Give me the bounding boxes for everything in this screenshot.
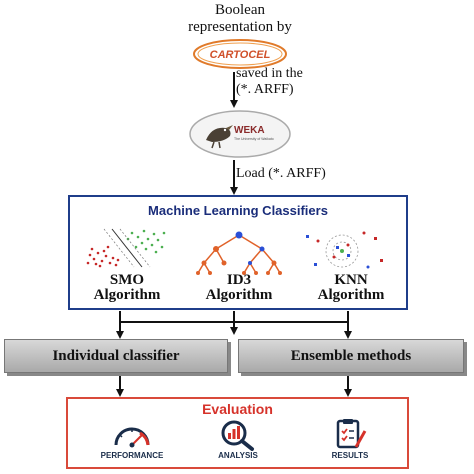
smo-algorithm-label: SMO Algorithm [72, 273, 182, 303]
weka-tagline: The University of Waikato [234, 137, 274, 141]
clipboard-check-icon [336, 419, 367, 449]
knn-algorithm-label: KNN Algorithm [296, 273, 406, 303]
knn-sub: Algorithm [317, 287, 385, 303]
id3-name: ID3 [226, 272, 252, 288]
id3-algorithm-label: ID3 Algorithm [184, 273, 294, 303]
weka-logo: WEKA The University of Waikato [189, 110, 291, 158]
saved-line-1: saved in the [236, 66, 303, 81]
smo-sub: Algorithm [93, 287, 161, 303]
individual-classifier-label: Individual classifier [52, 347, 180, 364]
ensemble-methods-box: Ensemble methods [238, 339, 464, 373]
decision-tree-icon [196, 231, 282, 275]
ml-classifiers-box: Machine Learning Classifiers [68, 195, 408, 310]
title-line-1: Boolean [215, 2, 265, 18]
evaluation-title: Evaluation [202, 401, 273, 417]
evaluation-box: Evaluation PERFORMANCE ANALYSIS RESULTS [66, 397, 409, 469]
ml-classifiers-title: Machine Learning Classifiers [148, 203, 328, 218]
svm-scatter-icon [86, 228, 166, 268]
magnifier-chart-icon [221, 420, 254, 451]
saved-label: saved in the (*. ARFF) [236, 66, 303, 98]
analysis-label: ANALYSIS [218, 451, 258, 460]
cartocel-text: CARTOCEL [210, 49, 271, 61]
knn-clusters-icon [306, 231, 383, 269]
title-line-2: representation by [188, 19, 292, 35]
results-label: RESULTS [331, 451, 369, 460]
boolean-representation-title: Boolean representation by [150, 2, 330, 36]
cartocel-logo: CARTOCEL [193, 39, 287, 69]
weka-logo-text: WEKA [234, 125, 265, 136]
ensemble-methods-label: Ensemble methods [290, 347, 412, 364]
knn-name: KNN [334, 272, 368, 288]
performance-label: PERFORMANCE [100, 451, 164, 460]
individual-classifier-box: Individual classifier [4, 339, 228, 373]
load-label: Load (*. ARFF) [236, 166, 326, 181]
saved-line-2: (*. ARFF) [236, 82, 294, 97]
id3-sub: Algorithm [205, 287, 273, 303]
speedometer-icon [114, 427, 150, 448]
weka-bird-icon [206, 125, 233, 149]
smo-name: SMO [109, 272, 145, 288]
